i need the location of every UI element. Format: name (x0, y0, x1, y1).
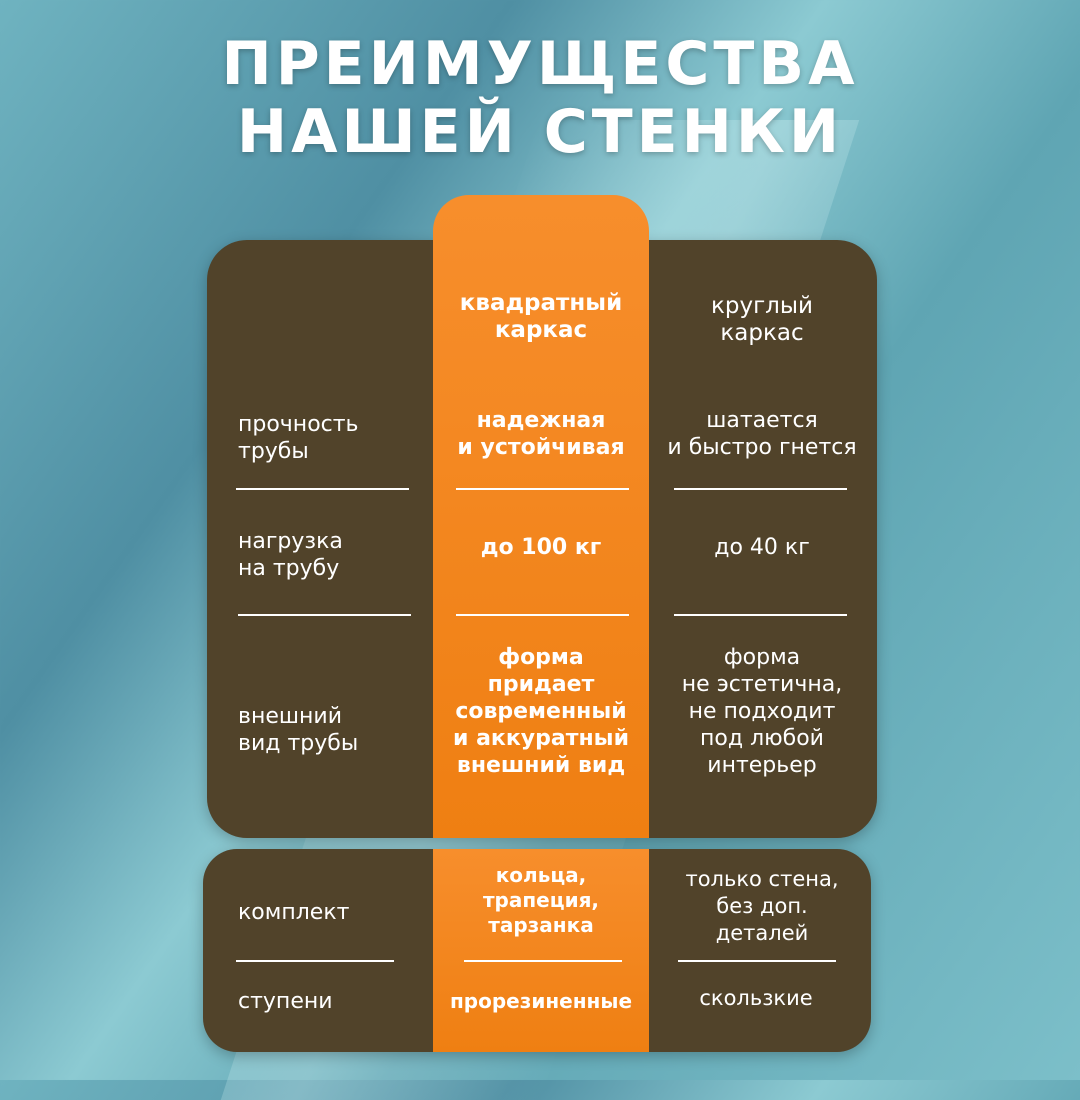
row-label-load: нагрузка на трубу (238, 529, 343, 581)
row-label-strength: прочность трубы (238, 412, 359, 464)
row-divider (674, 488, 847, 490)
title-line-1: ПРЕИМУЩЕСТВА (221, 29, 859, 99)
row-divider (678, 960, 836, 962)
title-line-2: НАШЕЙ СТЕНКИ (236, 97, 844, 167)
row-divider (456, 488, 629, 490)
row-label-kit: комплект (238, 899, 350, 925)
highlight-column-square-extras (433, 849, 649, 1052)
row-divider (674, 614, 847, 616)
header-square-frame: квадратный каркас (459, 290, 623, 343)
round-kit-value: только стена, без доп. деталей (685, 866, 839, 945)
square-steps-value: прорезиненные (449, 988, 633, 1013)
round-steps-value: скользкие (699, 985, 813, 1010)
highlight-column-square (433, 195, 649, 838)
header-round-frame: круглый каркас (711, 293, 813, 346)
row-divider (238, 614, 411, 616)
page-title: ПРЕИМУЩЕСТВА НАШЕЙ СТЕНКИ (0, 30, 1080, 166)
square-strength-value: надежная и устойчивая (457, 408, 625, 460)
row-divider (236, 960, 394, 962)
row-label-steps: ступени (238, 988, 333, 1014)
row-divider (236, 488, 409, 490)
square-load-value: до 100 кг (480, 534, 602, 560)
square-appearance-value: форма придает современный и аккуратный в… (453, 644, 629, 778)
row-divider (464, 960, 622, 962)
square-kit-value: кольца, трапеция, тарзанка (482, 862, 600, 937)
row-label-appearance: внешний вид трубы (238, 704, 359, 756)
row-divider (456, 614, 629, 616)
round-load-value: до 40 кг (714, 534, 810, 560)
round-strength-value: шатается и быстро гнется (667, 408, 857, 460)
round-appearance-value: форма не эстетична, не подходит под любо… (681, 644, 843, 778)
